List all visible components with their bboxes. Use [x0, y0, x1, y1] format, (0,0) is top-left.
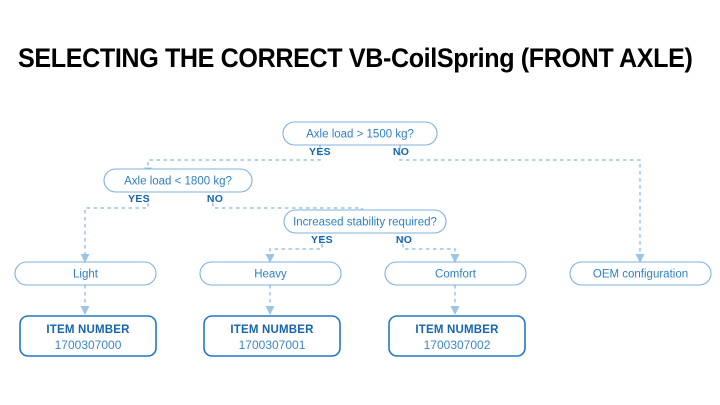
- decision3-yes-label: YES: [311, 234, 333, 246]
- connector-light-to-item: [80, 285, 90, 315]
- item-light-shape: [19, 315, 157, 357]
- result-heavy-label: Heavy: [254, 269, 287, 281]
- item-light-title: ITEM NUMBER: [46, 324, 130, 336]
- result-node-comfort[interactable]: Comfort: [384, 261, 527, 286]
- result-oem-label: OEM configuration: [593, 269, 688, 281]
- result-oem-shape: [569, 261, 712, 286]
- decision1-question: Axle load > 1500 kg?: [306, 129, 414, 141]
- decision1-no-label: NO: [393, 146, 409, 158]
- result-node-light[interactable]: Light: [14, 261, 157, 286]
- decision2-question: Axle load < 1800 kg?: [124, 176, 232, 188]
- decision-node-axle-load-1800[interactable]: Axle load < 1800 kg?: [103, 168, 253, 193]
- connector-d3-yes: [265, 237, 323, 263]
- decision-node-axle-load-1500[interactable]: Axle load > 1500 kg?: [282, 121, 438, 146]
- decision-node-increased-stability[interactable]: Increased stability required?: [283, 209, 447, 234]
- decision1-yes-label: YES: [309, 146, 331, 158]
- result-comfort-shape: [384, 261, 527, 286]
- page-title: SELECTING THE CORRECT VB-CoilSpring (FRO…: [18, 43, 693, 73]
- connector-d2-yes: [80, 196, 149, 263]
- item-number-box-light[interactable]: ITEM NUMBER 1700307000: [19, 315, 157, 357]
- decision3-question: Increased stability required?: [293, 217, 437, 229]
- item-comfort-number: 1700307002: [424, 338, 491, 352]
- connector-comfort-to-item: [450, 285, 460, 315]
- decision2-yes-label: YES: [128, 193, 150, 205]
- item-number-box-comfort[interactable]: ITEM NUMBER 1700307002: [388, 315, 526, 357]
- item-heavy-number: 1700307001: [239, 338, 306, 352]
- result-heavy-shape: [199, 261, 342, 286]
- result-comfort-label: Comfort: [435, 269, 477, 281]
- connector-d1-no: [399, 145, 645, 263]
- decision2-no-label: NO: [207, 193, 223, 205]
- result-light-label: Light: [73, 269, 99, 281]
- item-heavy-shape: [203, 315, 341, 357]
- result-node-heavy[interactable]: Heavy: [199, 261, 342, 286]
- decision3-no-label: NO: [396, 234, 412, 246]
- connector-d3-no: [402, 237, 460, 263]
- decision2-pill-shape: [103, 168, 253, 193]
- decision1-pill-shape: [282, 121, 438, 146]
- item-comfort-title: ITEM NUMBER: [415, 324, 499, 336]
- item-comfort-shape: [388, 315, 526, 357]
- connector-heavy-to-item: [265, 285, 275, 315]
- result-light-shape: [14, 261, 157, 286]
- item-light-number: 1700307000: [55, 338, 122, 352]
- result-node-oem-configuration[interactable]: OEM configuration: [569, 261, 712, 286]
- item-number-box-heavy[interactable]: ITEM NUMBER 1700307001: [203, 315, 341, 357]
- decision3-pill-shape: [283, 209, 447, 234]
- item-heavy-title: ITEM NUMBER: [230, 324, 314, 336]
